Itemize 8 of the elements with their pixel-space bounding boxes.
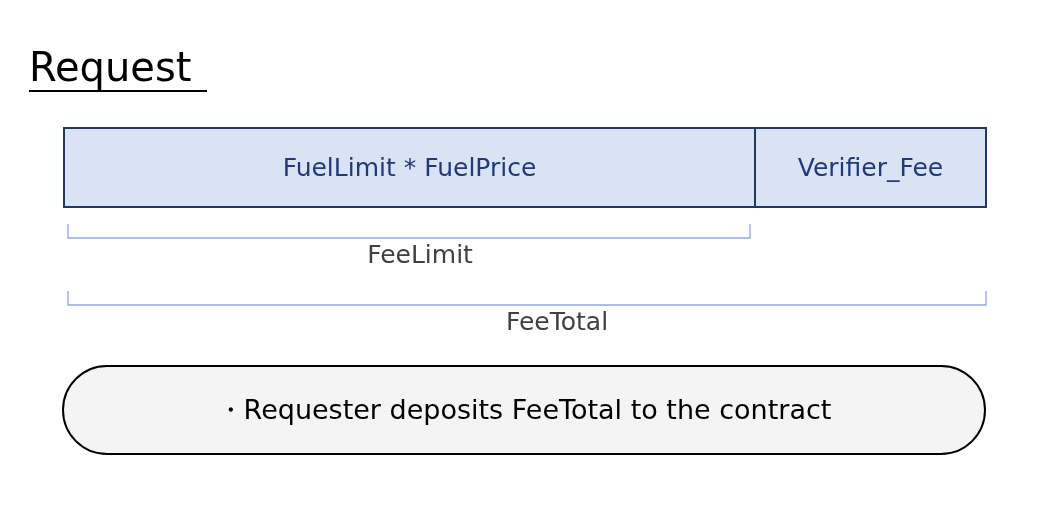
note-text: ・Requester deposits FeeTotal to the contract	[216, 393, 832, 427]
fee-cell	[754, 127, 987, 208]
diagram-title: Request	[29, 44, 208, 92]
cell-label: Verifier_Fee	[797, 153, 944, 182]
dimension-label: FeeLimit	[367, 240, 473, 269]
fee-cell	[63, 127, 756, 208]
dimension-label: FeeTotal	[505, 307, 609, 336]
cell-label: FuelLimit * FuelPrice	[282, 153, 537, 182]
